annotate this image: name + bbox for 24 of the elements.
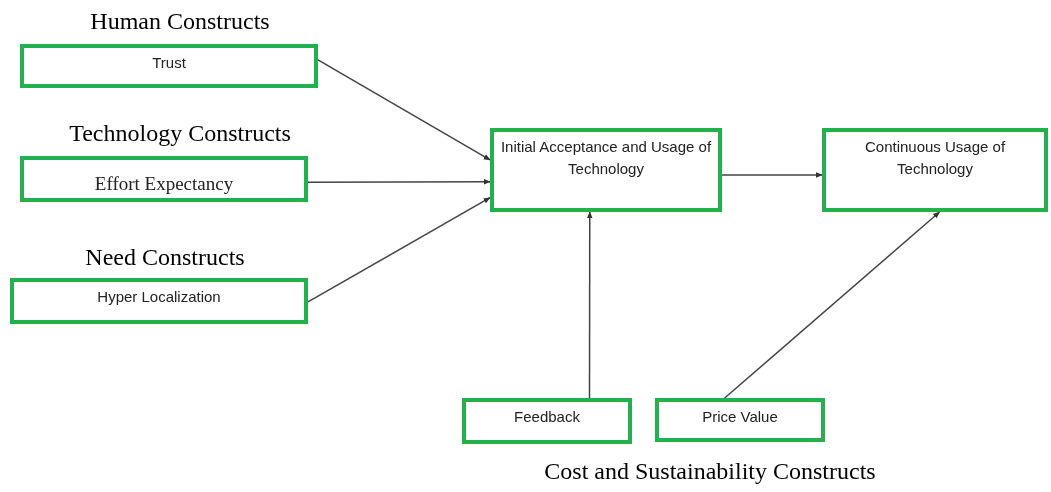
- construct-box: [655, 398, 825, 442]
- box-text: Continuous Usage of Technology: [863, 137, 1007, 179]
- construct-box: [462, 398, 632, 444]
- arrow: [723, 211, 941, 399]
- box-text: Initial Acceptance and Usage of Technology: [499, 137, 713, 179]
- arrow: [307, 179, 491, 185]
- group-heading: Need Constructs: [84, 243, 246, 272]
- box-text: Feedback: [513, 407, 581, 427]
- box-text: Effort Expectancy: [93, 172, 235, 196]
- group-heading: Cost and Sustainability Constructs: [543, 457, 877, 486]
- arrow: [586, 211, 593, 399]
- group-heading: Technology Constructs: [68, 119, 292, 148]
- arrow: [721, 172, 823, 178]
- box-text: Price Value: [701, 407, 779, 427]
- construct-box: [822, 128, 1048, 212]
- box-text: Trust: [151, 53, 187, 73]
- construct-box: [490, 128, 722, 212]
- arrow: [317, 59, 491, 161]
- box-text: Hyper Localization: [96, 287, 222, 307]
- construct-box: [20, 156, 308, 202]
- group-heading: Human Constructs: [89, 7, 271, 36]
- construct-box: [10, 278, 308, 324]
- construct-box: [20, 44, 318, 88]
- arrow: [307, 196, 491, 303]
